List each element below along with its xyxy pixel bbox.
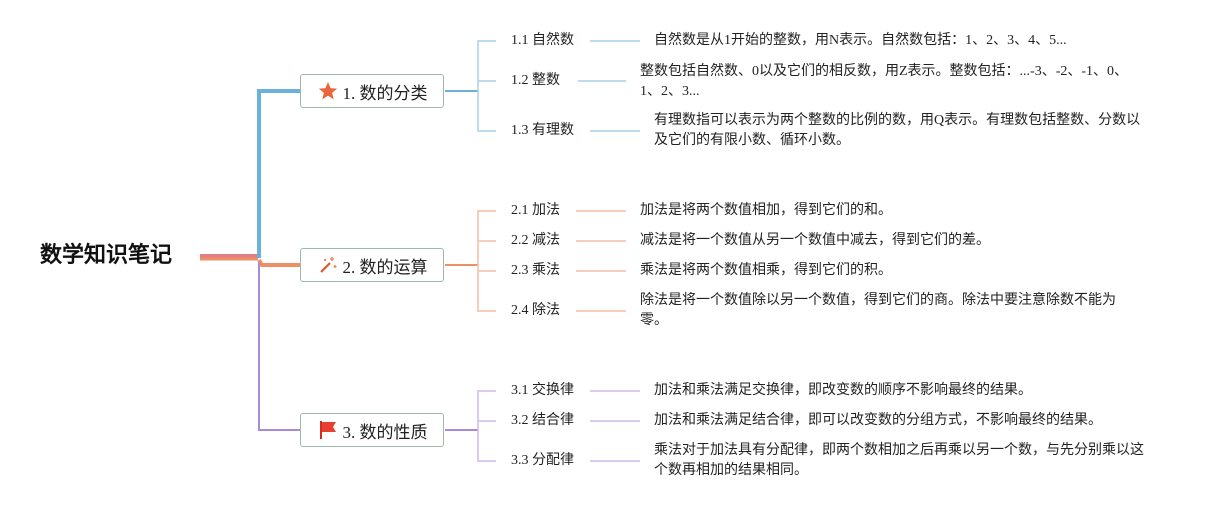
magic-wand-icon bbox=[317, 254, 339, 276]
root-title[interactable]: 数学知识笔记 bbox=[40, 243, 173, 268]
sub-2-1-label[interactable]: 2.1 加法 bbox=[511, 203, 560, 218]
branch-1-node[interactable]: 1. 数的分类 bbox=[300, 74, 444, 108]
branch-2-trunk bbox=[257, 258, 300, 267]
desc-2-4: 除法是将一个数值除以另一个数值，得到它们的商。除法中要注意除数不能为零。 bbox=[640, 293, 1116, 328]
desc-1-2: 整数包括自然数、0以及它们的相反数，用Z表示。整数包括：...-3、-2、-1、… bbox=[640, 64, 1129, 99]
sub-1-2-label[interactable]: 1.2 整数 bbox=[511, 73, 560, 88]
sub-3-2-label[interactable]: 3.2 结合律 bbox=[511, 413, 574, 428]
sub-2-4-label[interactable]: 2.4 除法 bbox=[511, 303, 560, 318]
branch-2-label: 2. 数的运算 bbox=[342, 257, 428, 277]
desc-2-1: 加法是将两个数值相加，得到它们的和。 bbox=[640, 203, 892, 218]
branch-1-label: 1. 数的分类 bbox=[342, 83, 428, 103]
sub-2-3-label[interactable]: 2.3 乘法 bbox=[511, 263, 560, 278]
branch-2-node[interactable]: 2. 数的运算 bbox=[300, 248, 444, 282]
sub-2-2-label[interactable]: 2.2 减法 bbox=[511, 233, 560, 248]
desc-1-3: 有理数指可以表示为两个整数的比例的数，用Q表示。有理数包括整数、分数以及它们的有… bbox=[654, 113, 1141, 148]
flag-icon bbox=[317, 419, 339, 441]
desc-3-1: 加法和乘法满足交换律，即改变数的顺序不影响最终的结果。 bbox=[654, 383, 1032, 398]
desc-2-2: 减法是将一个数值从另一个数值中减去，得到它们的差。 bbox=[640, 233, 990, 248]
branch-3-label: 3. 数的性质 bbox=[342, 422, 428, 442]
sub-1-3-label[interactable]: 1.3 有理数 bbox=[511, 123, 574, 138]
branch-1-trunk bbox=[257, 89, 300, 258]
sub-3-1-label[interactable]: 3.1 交换律 bbox=[511, 383, 574, 398]
branch-3-trunk bbox=[258, 262, 300, 431]
desc-1-1: 自然数是从1开始的整数，用N表示。自然数包括：1、2、3、4、5... bbox=[654, 33, 1067, 48]
desc-3-2: 加法和乘法满足结合律，即可以改变数的分组方式，不影响最终的结果。 bbox=[654, 413, 1102, 428]
star-icon bbox=[317, 80, 339, 102]
branch-3-node[interactable]: 3. 数的性质 bbox=[300, 413, 444, 447]
sub-1-1-label[interactable]: 1.1 自然数 bbox=[511, 33, 574, 48]
sub-3-3-label[interactable]: 3.3 分配律 bbox=[511, 453, 574, 468]
desc-3-3: 乘法对于加法具有分配律，即两个数相加之后再乘以另一个数，与先分别乘以这个数再相加… bbox=[654, 443, 1144, 478]
desc-2-3: 乘法是将两个数值相乘，得到它们的积。 bbox=[640, 263, 892, 278]
